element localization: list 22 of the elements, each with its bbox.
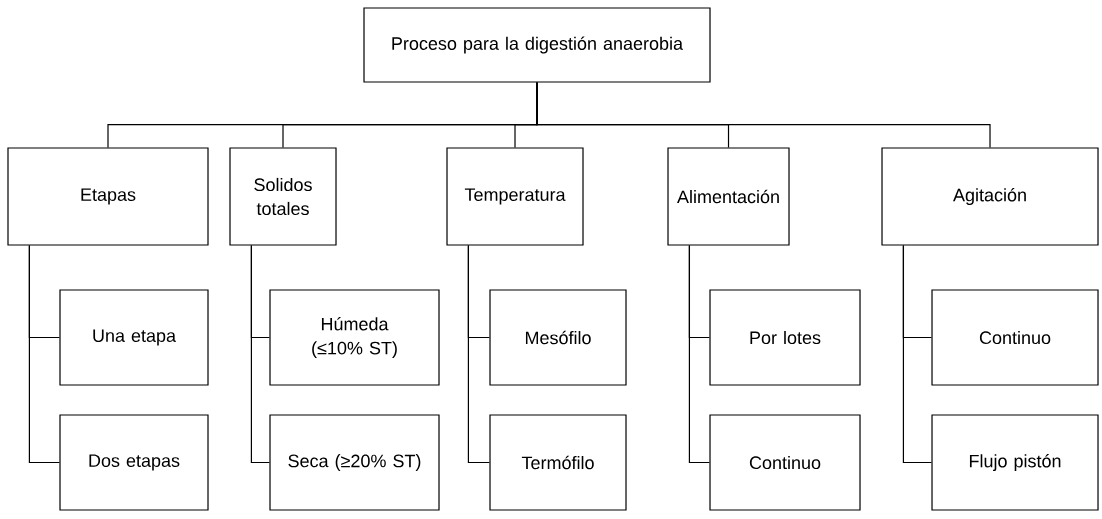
process-box: Solidos totales <box>229 147 337 246</box>
connector-line <box>536 82 991 148</box>
process-box: Termófilo <box>489 414 627 511</box>
process-box: Mesófilo <box>489 289 627 386</box>
connector-line <box>28 245 60 464</box>
process-box: Proceso para la digestión anaerobia <box>363 7 711 83</box>
process-box: Continuo <box>709 414 861 511</box>
connector-line <box>250 245 270 464</box>
process-box: Agitación <box>881 147 1099 246</box>
process-box: Húmeda (≤10% ST) <box>269 289 440 386</box>
connector-line <box>902 245 932 464</box>
process-box: Continuo <box>931 289 1099 386</box>
process-box: Por lotes <box>709 289 861 386</box>
process-box: Etapas <box>7 147 209 246</box>
process-box: Flujo pistón <box>931 414 1099 511</box>
process-box: Una etapa <box>59 289 209 386</box>
process-box: Dos etapas <box>59 414 209 511</box>
process-box: Temperatura <box>446 147 584 246</box>
process-box: Seca (≥20% ST) <box>269 414 440 511</box>
connector-line <box>688 245 710 464</box>
connector-line <box>467 245 490 464</box>
process-box: Alimentación <box>667 147 790 246</box>
